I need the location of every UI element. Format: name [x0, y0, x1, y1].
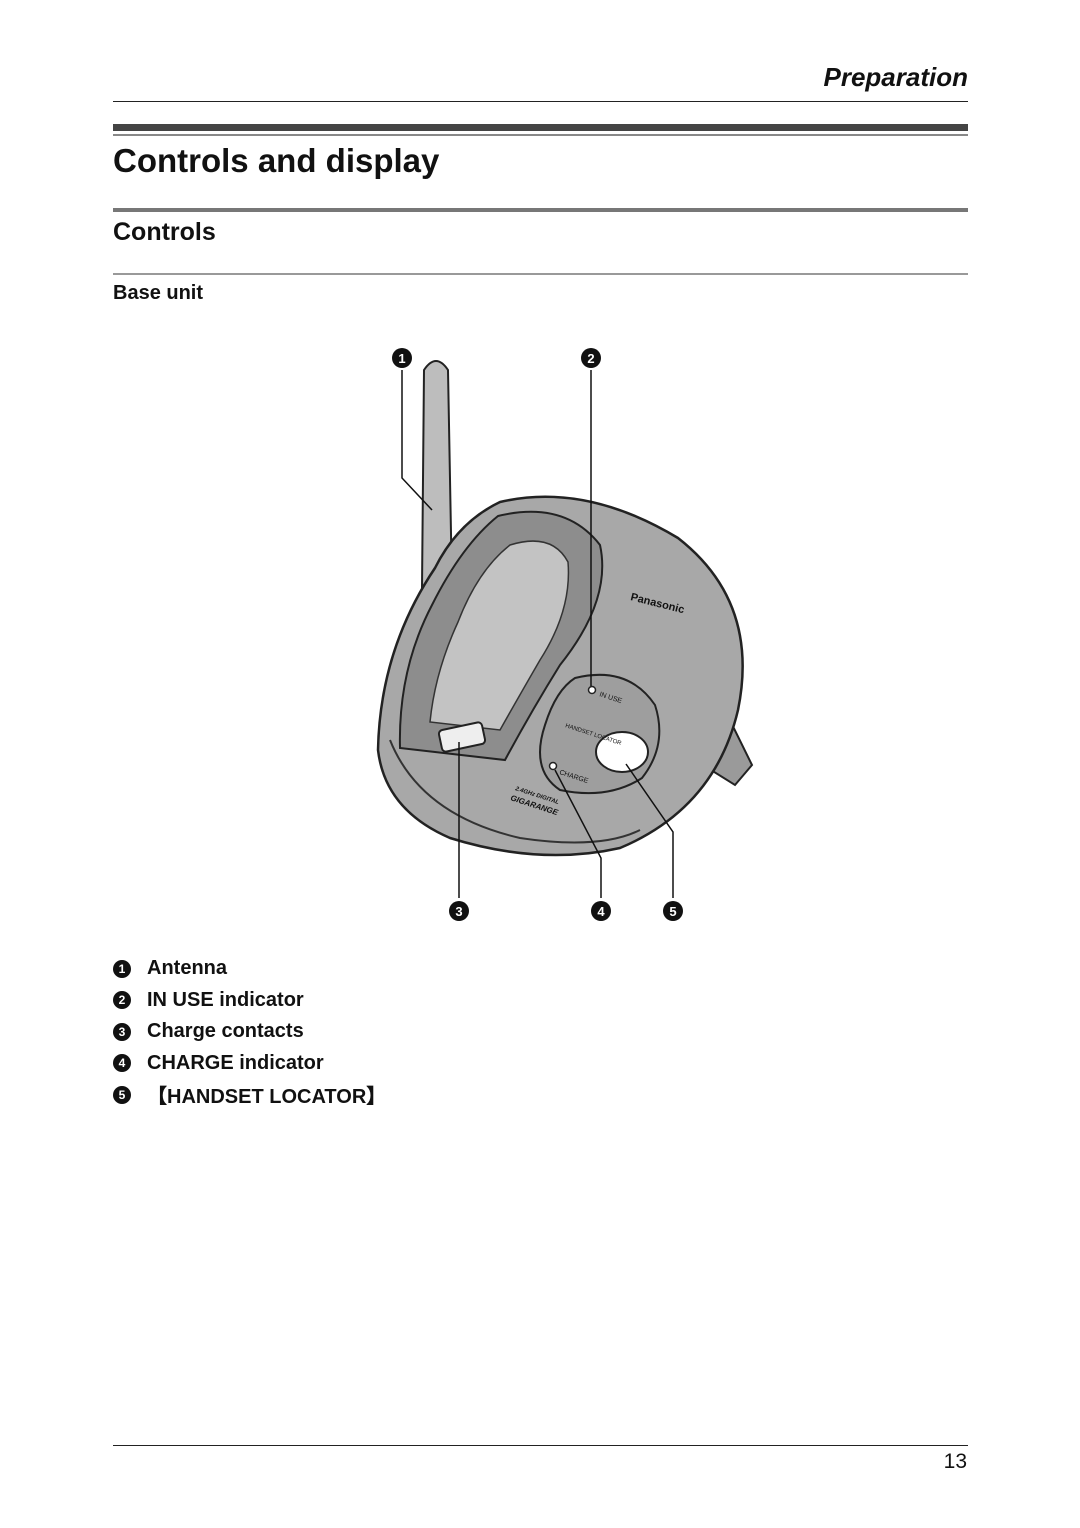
handset-locator-button-shape [595, 731, 649, 773]
legend-item-charge-indicator: 4 CHARGE indicator [113, 1048, 386, 1080]
legend-label: Charge contacts [147, 1020, 304, 1043]
section-title: Controls [113, 218, 216, 246]
legend-label: Antenna [147, 957, 227, 980]
legend-number-badge: 5 [113, 1085, 131, 1104]
page-number: 13 [943, 1450, 967, 1473]
header-rule [113, 101, 968, 102]
footer-rule [113, 1445, 968, 1446]
legend-item-charge-contacts: 3 Charge contacts [113, 1016, 386, 1048]
subsection-rule [113, 273, 968, 275]
legend-label: CHARGE indicator [147, 1051, 324, 1074]
legend-item-in-use-indicator: 2 IN USE indicator [113, 985, 386, 1017]
legend-number-badge: 3 [113, 1022, 131, 1041]
legend-number-badge: 4 [113, 1054, 131, 1073]
callout-2: 2 [581, 348, 601, 368]
charge-contacts-shape [437, 721, 487, 753]
legend-list: 1 Antenna 2 IN USE indicator 3 Charge co… [113, 953, 386, 1111]
leader-line-5 [625, 763, 674, 898]
legend-label: IN USE indicator [147, 988, 304, 1011]
legend-item-antenna: 1 Antenna [113, 953, 386, 985]
in-use-indicator-shape [587, 685, 597, 695]
legend-item-handset-locator: 5 【HANDSET LOCATOR】 [113, 1079, 386, 1111]
svg-text:4: 4 [597, 904, 605, 919]
callout-1: 1 [392, 348, 412, 368]
svg-text:2: 2 [587, 351, 594, 366]
base-unit-illustration: Panasonic IN USE HANDSET LOCATOR CHARGE … [376, 348, 754, 921]
legend-number-badge: 1 [113, 959, 131, 978]
svg-text:5: 5 [669, 904, 676, 919]
charge-indicator-shape [548, 761, 558, 771]
callout-3: 3 [449, 901, 469, 921]
base-lip [389, 739, 641, 844]
legend-number-badge: 2 [113, 991, 131, 1010]
leader-line-4 [554, 769, 602, 898]
page-title: Controls and display [113, 142, 440, 179]
legend-label: 【HANDSET LOCATOR】 [147, 1086, 387, 1109]
title-rule-secondary [113, 134, 968, 136]
leader-line-1 [401, 370, 433, 511]
subsection-title: Base unit [113, 282, 204, 304]
title-rule [113, 124, 968, 131]
callout-5: 5 [663, 901, 683, 921]
svg-text:1: 1 [398, 351, 405, 366]
section-rule [113, 208, 968, 212]
svg-text:3: 3 [455, 904, 462, 919]
callout-4: 4 [591, 901, 611, 921]
section-header: Preparation [823, 62, 969, 92]
cradle-inner [429, 540, 570, 731]
